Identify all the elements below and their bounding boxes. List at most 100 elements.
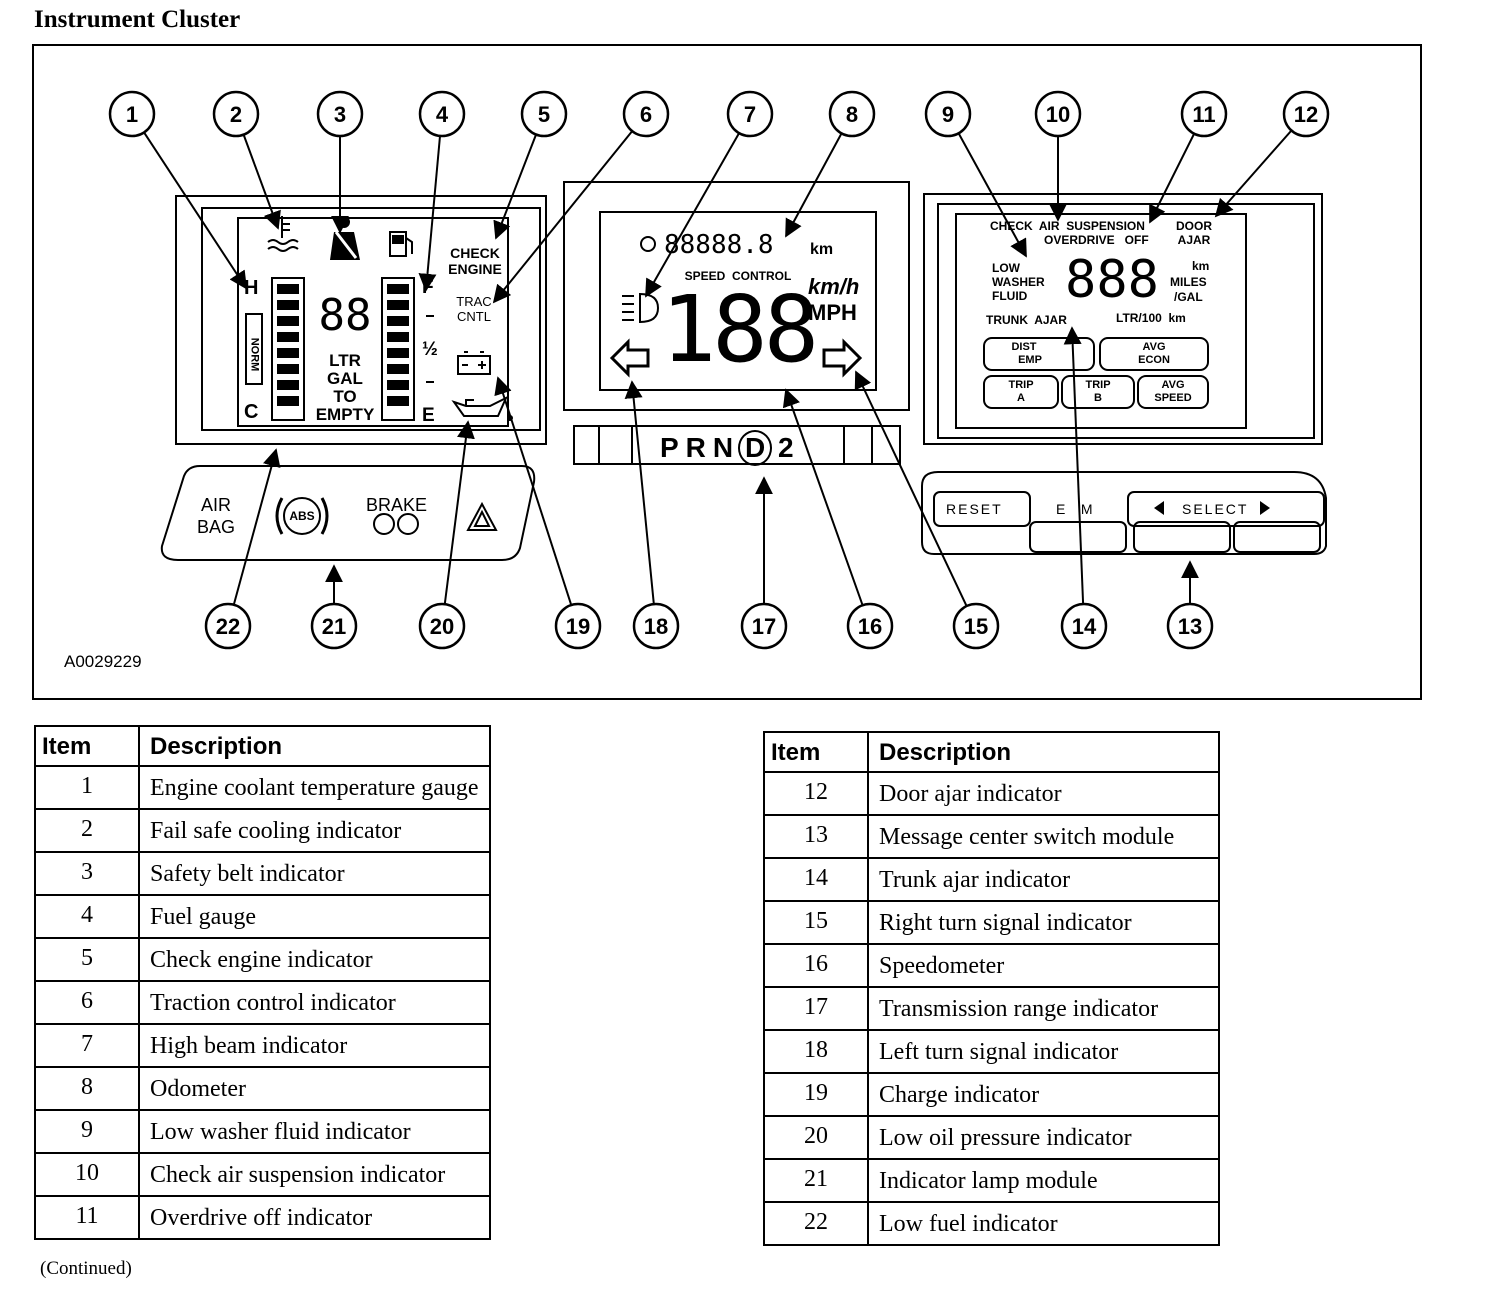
item-number: 1 (34, 765, 140, 810)
trip-a-line1: TRIP (1008, 379, 1034, 391)
high-beam-icon (622, 292, 660, 324)
item-description: Traction control indicator (138, 980, 491, 1025)
callout-number: 15 (964, 614, 988, 639)
callout-number: 21 (322, 614, 346, 639)
gauge-panel-frame (175, 195, 547, 445)
trac-cntl-line1: TRAC (456, 294, 492, 309)
odometer-unit: km (810, 241, 834, 258)
callout-circle (846, 602, 894, 650)
callout-circle (828, 90, 876, 138)
callout-number: 7 (744, 102, 756, 127)
leader-line (624, 380, 655, 605)
fuel-bar-box (381, 277, 415, 421)
abs-icon (275, 497, 329, 535)
callout-number: 17 (752, 614, 776, 639)
item-number: 7 (34, 1023, 140, 1068)
item-description: Transmission range indicator (867, 986, 1220, 1031)
item-description: Check engine indicator (138, 937, 491, 982)
fuel-readout: 88 (318, 290, 372, 341)
left-turn-arrow-icon (609, 338, 650, 378)
item-description: Low oil pressure indicator (867, 1115, 1220, 1160)
item-description: Message center switch module (867, 814, 1220, 859)
callout-number: 19 (566, 614, 590, 639)
leader-line (957, 132, 1027, 258)
description-header: Description (138, 725, 491, 767)
fuel-unit-to: TO (333, 387, 357, 406)
callout-circle (1180, 90, 1228, 138)
item-number: 2 (34, 808, 140, 853)
item-header: Item (763, 731, 869, 773)
item-number: 5 (34, 937, 140, 982)
callout-number: 3 (334, 102, 346, 127)
item-number: 18 (763, 1029, 869, 1074)
item-number: 8 (34, 1066, 140, 1111)
dist-emp-line1: DIST (1011, 341, 1037, 353)
message-panel-frame (923, 193, 1323, 445)
oil-can-icon (451, 395, 513, 421)
callout-circle (554, 602, 602, 650)
callout-number: 8 (846, 102, 858, 127)
leader-line (1063, 326, 1085, 605)
fuel-unit-empty: EMPTY (315, 405, 375, 424)
callout-number: 22 (216, 614, 240, 639)
item-number: 11 (34, 1195, 140, 1240)
temp-norm-label: NORM (248, 337, 261, 372)
avg-speed-key (1137, 375, 1209, 409)
callout-number: 6 (640, 102, 652, 127)
low-washer-line3: FLUID (992, 289, 1028, 303)
callout-number: 5 (538, 102, 550, 127)
trac-cntl-line2: CNTL (457, 309, 491, 324)
gauge-lcd (237, 217, 509, 427)
avg-econ-line2: ECON (1138, 354, 1170, 366)
trip-b-key (1061, 375, 1135, 409)
leader-line (242, 134, 281, 230)
callout-circle (952, 602, 1000, 650)
unit-km: km (1192, 259, 1210, 273)
item-number: 15 (763, 900, 869, 945)
callout-number: 11 (1192, 102, 1215, 127)
callout-number: 13 (1178, 614, 1202, 639)
center-panel-frame (563, 181, 910, 411)
message-panel-inner (937, 203, 1315, 439)
check-air-suspension: CHECK AIR SUSPENSION (990, 219, 1145, 233)
item-description: Indicator lamp module (867, 1158, 1220, 1203)
fuel-bars (387, 284, 409, 406)
callout-circle (418, 602, 466, 650)
item-description: Overdrive off indicator (138, 1195, 491, 1240)
item-number: 22 (763, 1201, 869, 1246)
switch-module-outline (921, 471, 1327, 555)
temp-cold-label: C (244, 401, 259, 423)
continued-note: (Continued) (40, 1258, 132, 1279)
dist-emp-line2: EMP (1018, 354, 1042, 366)
item-number: 19 (763, 1072, 869, 1117)
temp-high-label: H (244, 277, 259, 299)
airbag-line1: AIR (200, 495, 232, 515)
fuel-pump-icon (389, 231, 413, 257)
item-number: 13 (763, 814, 869, 859)
item-number: 14 (763, 857, 869, 902)
message-center-readout: 888 (1065, 250, 1159, 310)
callout-number: 18 (644, 614, 668, 639)
callout-circle (924, 90, 972, 138)
leader-line (854, 370, 968, 607)
item-description: Right turn signal indicator (867, 900, 1220, 945)
leader-line (418, 135, 442, 292)
leader-line (493, 134, 537, 240)
callout-circle (726, 90, 774, 138)
item-description: Trunk ajar indicator (867, 857, 1220, 902)
callout-circle (632, 602, 680, 650)
leader-line (1214, 129, 1293, 218)
